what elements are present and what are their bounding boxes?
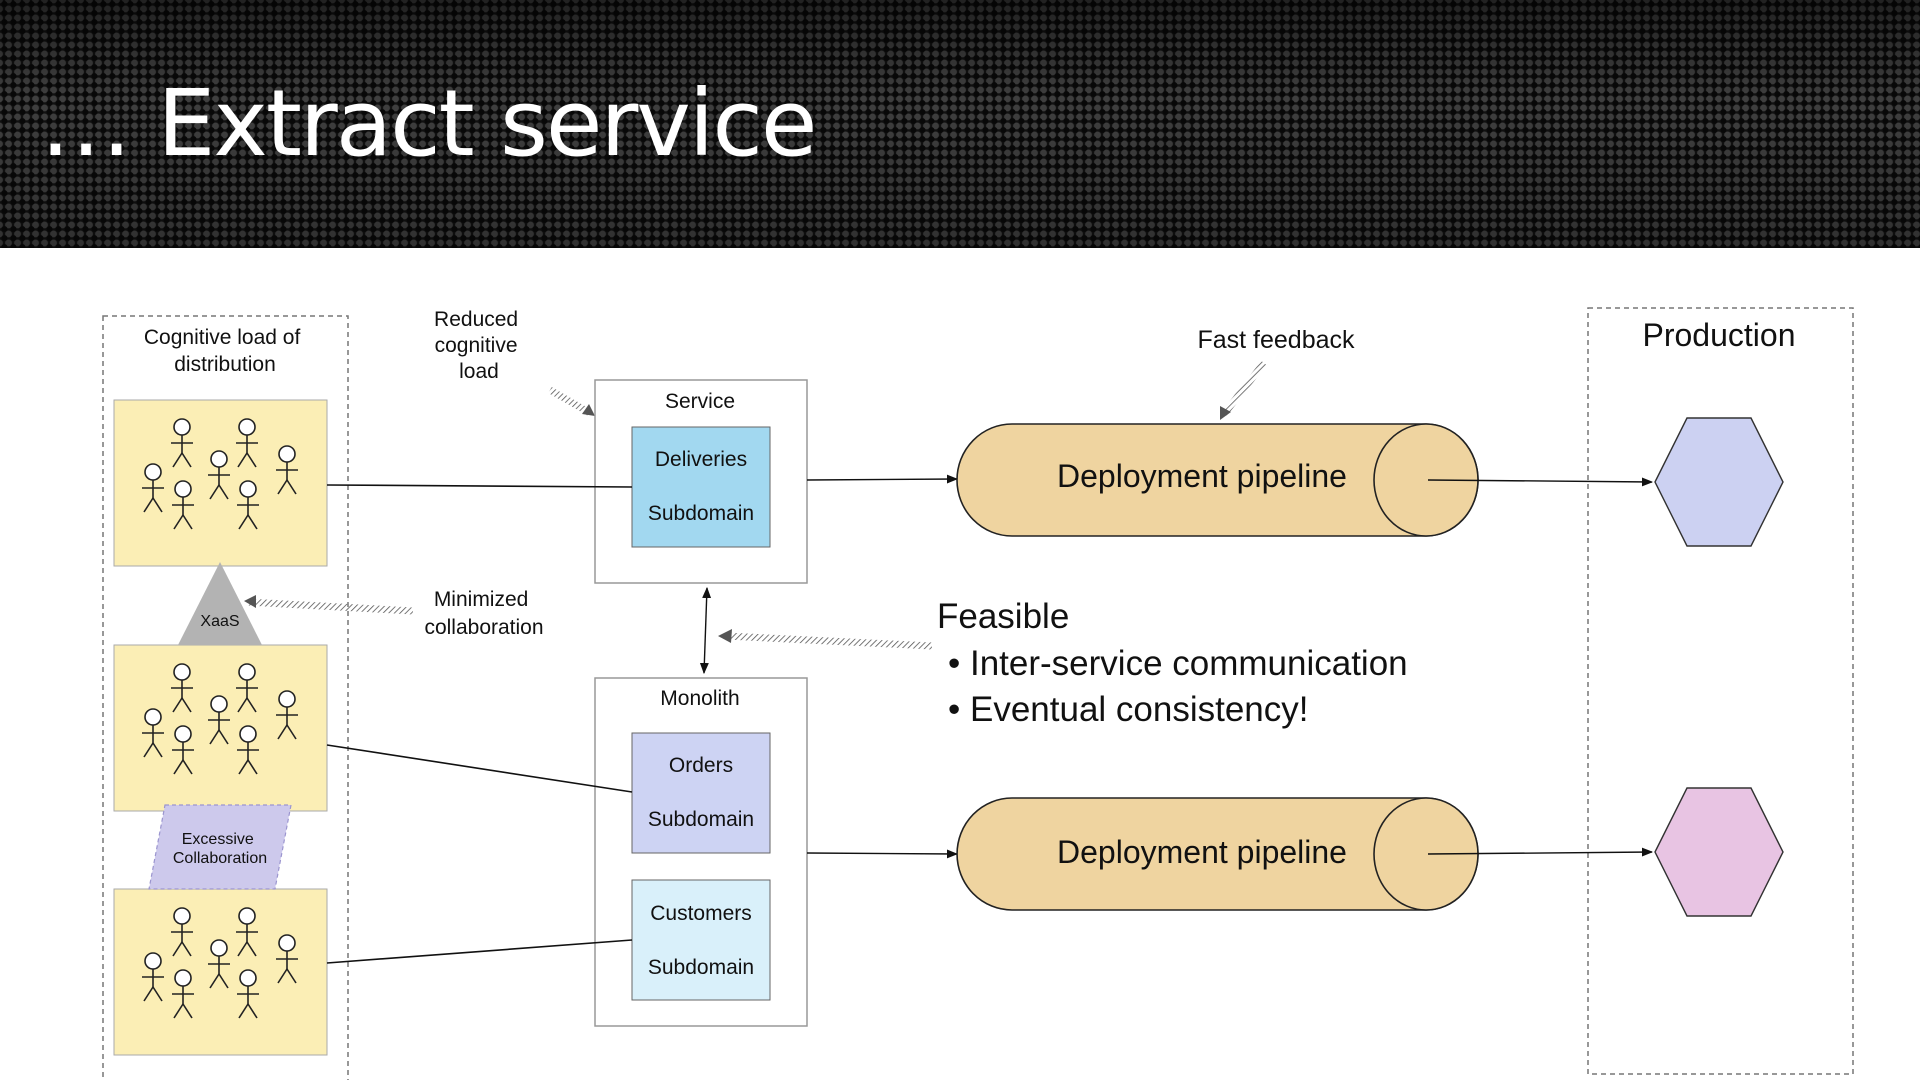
- monolith-hexagon: [1654, 787, 1784, 917]
- fast-feedback-label: Fast feedback: [1197, 326, 1355, 354]
- customers-name: Customers: [650, 902, 752, 925]
- production-label: Production: [1643, 317, 1796, 353]
- xaas-label: XaaS: [200, 613, 239, 630]
- deployment-pipeline-monolith: [956, 797, 1479, 911]
- production-container: [1587, 307, 1854, 1075]
- feasible-bullet-2: • Eventual consistency!: [948, 690, 1309, 729]
- team-box-orders: [113, 644, 328, 812]
- team-box-service: [113, 399, 328, 567]
- deliveries-subdomain-label: Subdomain: [648, 502, 754, 525]
- reduced-cognitive-load-arrow: [548, 386, 592, 417]
- deliveries-subdomain: [631, 426, 771, 548]
- feasible-arrow: [725, 632, 933, 650]
- title-banner: [0, 0, 1920, 248]
- team-to-deliveries-line: [326, 484, 633, 488]
- cognitive-load-label: Cognitive load of distribution: [144, 326, 306, 376]
- deployment-pipeline-service: [956, 423, 1479, 537]
- monolith-title: Monolith: [660, 687, 739, 710]
- team-to-customers-line: [326, 939, 633, 964]
- feasible-heading: Feasible: [937, 597, 1069, 636]
- monolith-to-pipeline-arrow: [806, 849, 959, 859]
- cognitive-load-container: [102, 315, 349, 1080]
- slide-title: … Extract service: [40, 70, 818, 177]
- xaas-triangle: [178, 562, 262, 645]
- team-box-customers: [113, 888, 328, 1056]
- pipeline-to-production-arrow-1: [1427, 477, 1654, 487]
- pipeline-label-service: Deployment pipeline: [1057, 458, 1347, 494]
- minimized-collaboration-arrow: [247, 598, 414, 615]
- excessive-collaboration-shape: [148, 804, 292, 890]
- excessive-collaboration-label: Excessive Collaboration: [173, 831, 267, 867]
- orders-subdomain-label: Subdomain: [648, 808, 754, 831]
- customers-subdomain: [631, 879, 771, 1001]
- service-monolith-arrow: [699, 586, 712, 675]
- pipeline-to-production-arrow-2: [1427, 847, 1654, 857]
- orders-name: Orders: [669, 754, 733, 777]
- service-to-pipeline-arrow: [806, 474, 959, 484]
- fast-feedback-arrow: [1221, 360, 1267, 417]
- service-title: Service: [665, 390, 735, 413]
- minimized-collaboration-label: Minimized collaboration: [424, 588, 543, 639]
- feasible-bullet-1: • Inter-service communication: [948, 644, 1408, 683]
- orders-subdomain: [631, 732, 771, 854]
- reduced-cognitive-load-label: Reduced cognitive load: [434, 308, 524, 383]
- deliveries-name: Deliveries: [655, 448, 747, 471]
- team-to-orders-line: [326, 744, 633, 793]
- deliveries-service-hexagon: [1654, 417, 1784, 547]
- customers-subdomain-label: Subdomain: [648, 956, 754, 979]
- pipeline-label-monolith: Deployment pipeline: [1057, 834, 1347, 870]
- architecture-diagram: Cognitive load of distribution XaaS Exce…: [102, 307, 1854, 1080]
